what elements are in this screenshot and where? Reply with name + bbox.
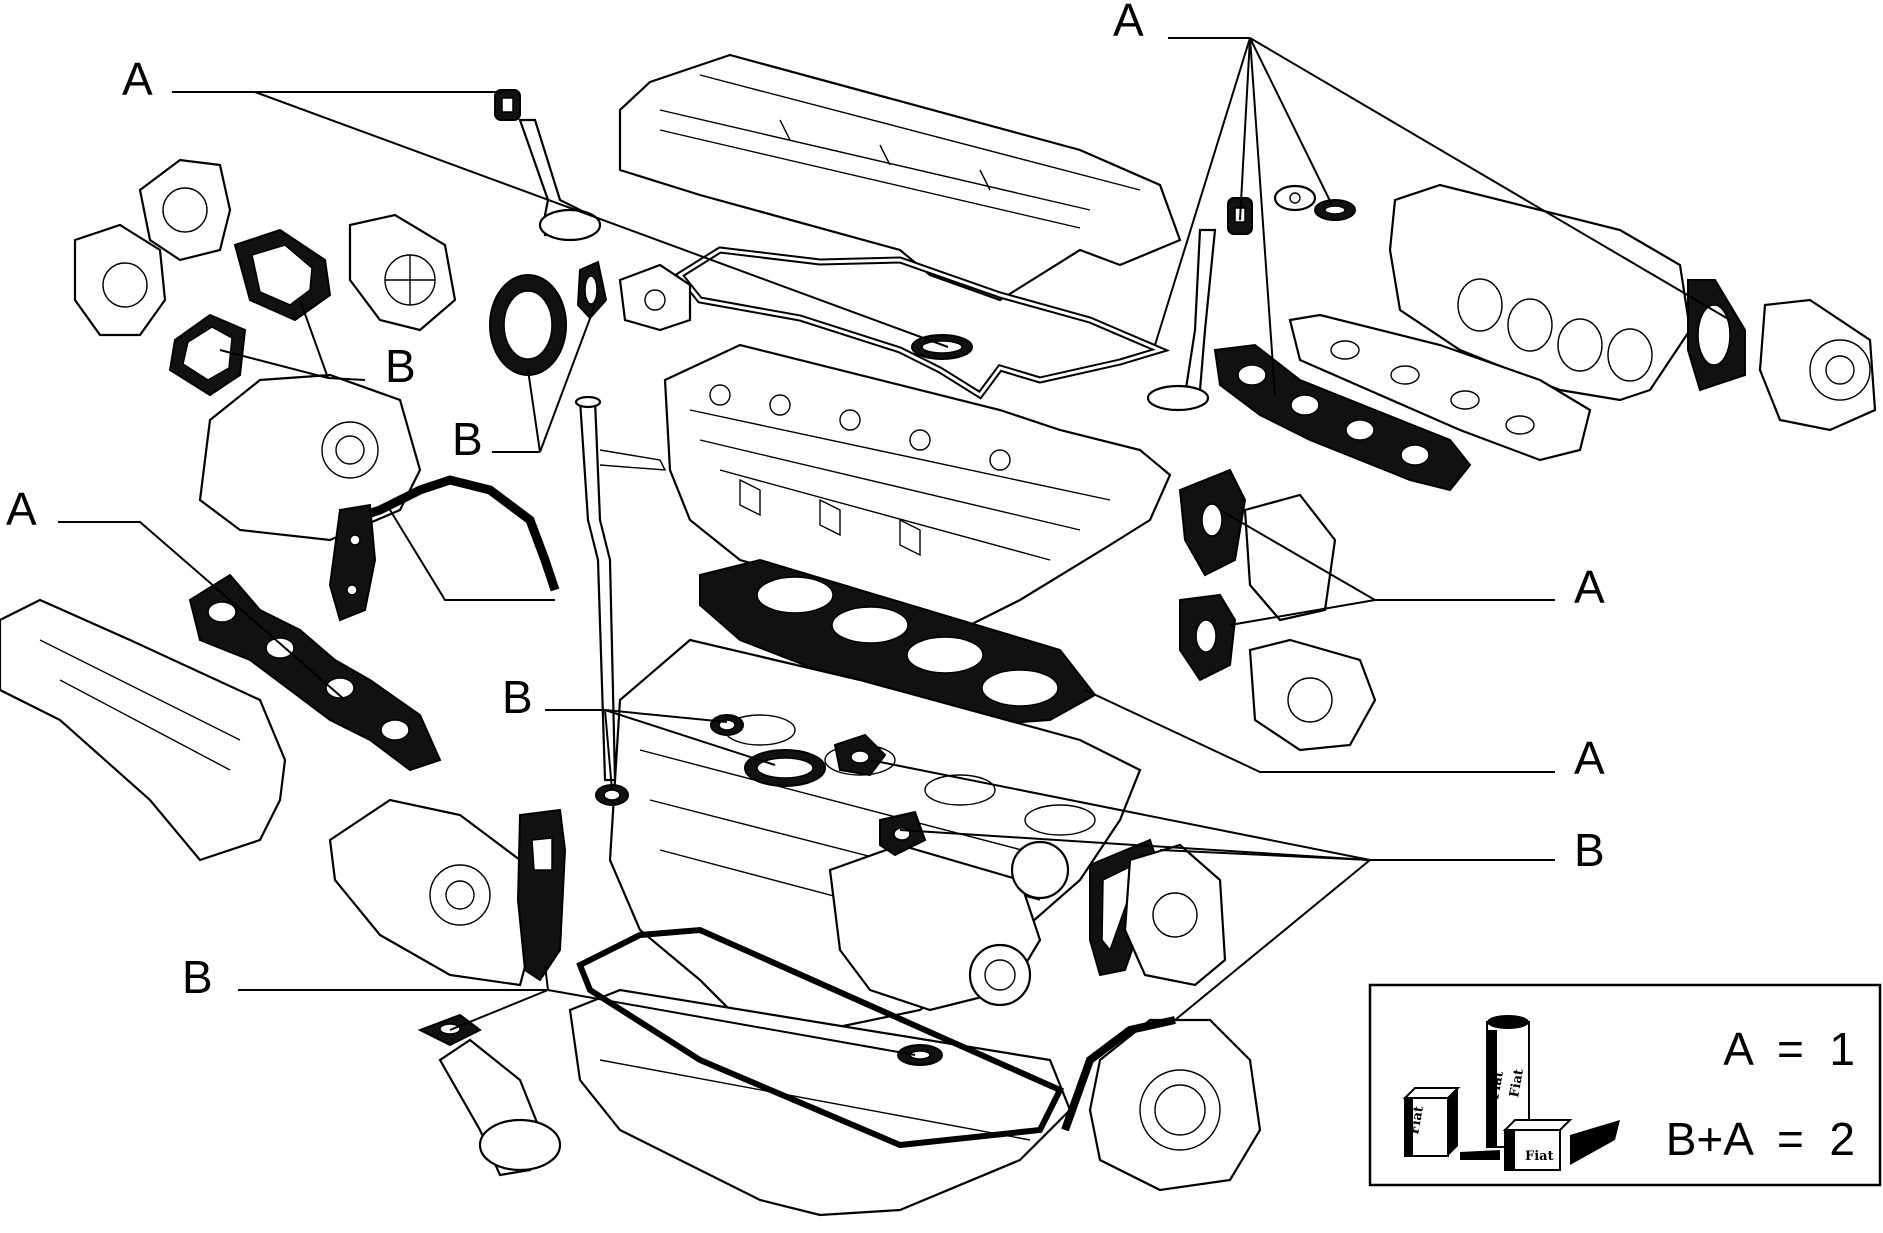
exhaust-manifold-gasket-right xyxy=(1213,343,1472,492)
thermostat-outlet xyxy=(1248,638,1377,752)
seal-top-right xyxy=(1314,199,1356,221)
valve-seal-left xyxy=(494,89,521,121)
cover-gasket xyxy=(674,246,1171,400)
callout-a-left: A xyxy=(6,483,37,535)
rear-seal-housing xyxy=(1088,1018,1262,1192)
cylinder-head xyxy=(663,343,1172,632)
water-pump xyxy=(348,213,457,332)
package-label-4: Fiat xyxy=(1525,1149,1554,1164)
gasket-kit-packages-icon: Fiat Fiat Fiat Fiat xyxy=(1402,1015,1620,1171)
oil-pickup xyxy=(438,1038,562,1177)
exhaust-manifold-right xyxy=(1288,313,1592,462)
callout-b-lower-left: B xyxy=(182,951,213,1003)
leader-lines xyxy=(58,37,1731,1056)
oil-filter-housing xyxy=(1123,843,1227,987)
callout-a-right-upper: A xyxy=(1574,561,1605,613)
timing-cover-gasket xyxy=(328,475,560,622)
dipstick-tube xyxy=(574,395,667,782)
rear-seal-gasket xyxy=(1061,1016,1176,1132)
callout-b-center: B xyxy=(502,671,533,723)
rear-plate-gasket xyxy=(516,808,567,982)
valve-left xyxy=(518,118,602,242)
package-label-3: Fiat xyxy=(1507,1068,1527,1099)
callout-b-upper-left: B xyxy=(385,340,416,392)
water-pump-gasket-1 xyxy=(233,228,332,322)
legend-line-ba: B+A = 2 xyxy=(1666,1113,1855,1165)
intake-manifold xyxy=(1388,183,1692,402)
gasket-center-3 xyxy=(833,733,887,777)
callout-b-mid-left: B xyxy=(452,413,483,465)
exhaust-manifold-left xyxy=(0,598,287,862)
lower-front-cover xyxy=(328,798,537,987)
throttle-body xyxy=(1687,279,1877,432)
legend-line-a: A = 1 xyxy=(1723,1023,1855,1075)
valve-right xyxy=(1146,228,1217,412)
callout-a-right-lower: A xyxy=(1574,732,1605,784)
water-outlet-gasket-1 xyxy=(1178,468,1247,577)
oil-pump-cover xyxy=(198,373,422,542)
gasket-oil-return xyxy=(897,1044,943,1066)
oil-pan xyxy=(568,988,1072,1217)
water-pump-housing xyxy=(73,158,232,337)
cylinder-head-cover xyxy=(618,53,1182,302)
turbocharger xyxy=(828,840,1070,1012)
thermostat-housing xyxy=(618,263,692,332)
legend-box: Fiat Fiat Fiat Fiat A = 1 B+A = 2 xyxy=(1368,983,1882,1187)
washer-top-right xyxy=(1273,184,1317,212)
package-label-1: Fiat xyxy=(1407,1105,1427,1136)
exhaust-manifold-gasket-left xyxy=(188,573,442,772)
package-label-2: Fiat xyxy=(1487,1070,1507,1101)
small-gasket-left xyxy=(576,260,608,320)
callout-a-top-right: A xyxy=(1113,0,1144,46)
seal-center-2 xyxy=(744,749,826,787)
seal-center-4 xyxy=(595,784,629,806)
water-outlet-gasket-2 xyxy=(1179,593,1237,682)
callout-b-right: B xyxy=(1574,824,1605,876)
water-pump-gasket-2 xyxy=(168,313,247,397)
water-pump-gasket-3 xyxy=(489,274,567,376)
seal-center-1 xyxy=(710,714,744,736)
oil-pan-gasket xyxy=(576,926,1065,1149)
callout-a-top-left: A xyxy=(122,53,153,105)
water-outlet-plate xyxy=(1243,493,1337,622)
